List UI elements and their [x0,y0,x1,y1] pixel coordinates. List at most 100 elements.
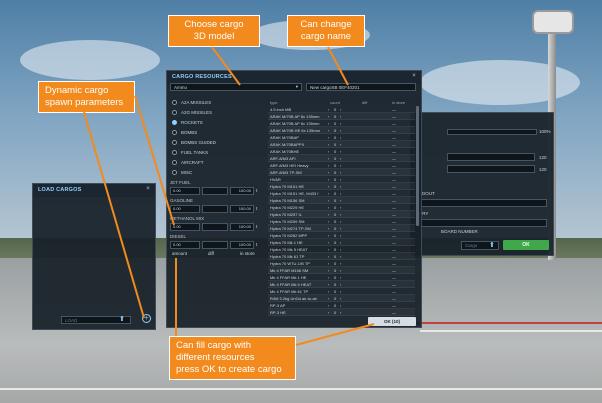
cell-count[interactable]: 0 [334,163,337,168]
table-row[interactable]: Hydra 70 Mk 1 HE‹0›— [268,239,415,246]
table-row[interactable]: ARF-8/M3 API‹0›— [268,155,415,162]
increment-icon[interactable]: › [340,205,342,210]
radio-icon[interactable] [172,100,177,105]
decrement-icon[interactable]: ‹ [328,114,330,119]
increment-icon[interactable]: › [340,128,342,133]
table-row[interactable]: ARAK M/70BAPPX‹0›— [268,141,415,148]
cell-count[interactable]: 0 [334,177,337,182]
resource-amount-input[interactable]: 0.00 [170,205,200,213]
category-option[interactable]: A2A MISSILES [172,98,211,107]
table-row[interactable]: Hydra 70 Mk 5 HEAT‹0›— [268,246,415,253]
category-option[interactable]: FUEL TANKS [172,148,208,157]
radio-icon[interactable] [172,170,177,175]
resource-amount-input[interactable]: 0.00 [170,223,200,231]
table-row[interactable]: Hydra 70 M282 MPP‹0›— [268,232,415,239]
cell-count[interactable]: 0 [334,303,337,308]
cell-count[interactable]: 0 [334,184,337,189]
category-option[interactable]: MISC [172,168,192,177]
increment-icon[interactable]: › [340,149,342,154]
increment-icon[interactable]: › [340,184,342,189]
increment-icon[interactable]: › [340,233,342,238]
cargo-field[interactable]: Cargo [461,241,499,250]
decrement-icon[interactable]: ‹ [328,205,330,210]
decrement-icon[interactable]: ‹ [328,149,330,154]
table-row[interactable]: ARAK M/70B AP 6x 135mm‹0›— [268,120,415,127]
table-row[interactable]: Mk 4 FFAR Mk 5 HEAT‹0›— [268,281,415,288]
cell-count[interactable]: 0 [334,156,337,161]
cell-count[interactable]: 0 [334,275,337,280]
radio-icon[interactable] [172,130,177,135]
category-option[interactable]: BOMBS [172,128,197,137]
radio-icon[interactable] [172,150,177,155]
radio-icon[interactable] [172,110,177,115]
cell-count[interactable]: 0 [334,247,337,252]
decrement-icon[interactable]: ‹ [328,282,330,287]
decrement-icon[interactable]: ‹ [328,198,330,203]
increment-icon[interactable]: › [340,219,342,224]
increment-icon[interactable]: › [340,177,342,182]
field-a[interactable] [447,153,535,161]
increment-icon[interactable]: › [340,212,342,217]
cell-count[interactable]: 0 [334,198,337,203]
table-row[interactable]: Hydra 70 Mk 61 TP‹0›— [268,253,415,260]
upload-icon[interactable]: ⬆ [119,316,125,323]
table-row[interactable]: Mk 4 FFAR M156 SM‹0›— [268,267,415,274]
table-row[interactable]: ARAK M/70BAP‹0›— [268,134,415,141]
cell-count[interactable]: 0 [334,205,337,210]
cell-count[interactable]: 0 [334,149,337,154]
decrement-icon[interactable]: ‹ [328,226,330,231]
increment-icon[interactable]: › [340,282,342,287]
decrement-icon[interactable]: ‹ [328,135,330,140]
close-icon[interactable]: × [412,73,416,79]
decrement-icon[interactable]: ‹ [328,121,330,126]
table-row[interactable]: Hydra 70 M257 IL‹0›— [268,211,415,218]
increment-icon[interactable]: › [340,226,342,231]
cell-count[interactable]: 0 [334,268,337,273]
resource-slider[interactable] [202,187,228,195]
table-row[interactable]: Mk 4 FFAR Mk 61 TP‹0›— [268,288,415,295]
decrement-icon[interactable]: ‹ [328,247,330,252]
cell-count[interactable]: 0 [334,114,337,119]
increment-icon[interactable]: › [340,142,342,147]
decrement-icon[interactable]: ‹ [328,296,330,301]
table-row[interactable]: ARF-8/M3 TP-SM‹0›— [268,169,415,176]
increment-icon[interactable]: › [340,275,342,280]
table-row[interactable]: ARAK M/70B AP 6x 135mm‹0›— [268,113,415,120]
table-row[interactable]: Hydra 70 WTU-1/B TP‹0›— [268,260,415,267]
cell-count[interactable]: 0 [334,282,337,287]
ok-button[interactable]: OK [503,240,549,250]
table-row[interactable]: 4.5 inch MB‹0›— [268,106,415,113]
resource-slider[interactable] [202,223,228,231]
increment-icon[interactable]: › [340,240,342,245]
increment-icon[interactable]: › [340,121,342,126]
decrement-icon[interactable]: ‹ [328,163,330,168]
add-cargo-icon[interactable]: + [142,314,151,323]
cell-count[interactable]: 0 [334,170,337,175]
resource-slider[interactable] [202,205,228,213]
cell-count[interactable]: 0 [334,219,337,224]
increment-icon[interactable]: › [340,191,342,196]
table-row[interactable]: Hydra 70 M274 TP-SM‹0›— [268,225,415,232]
cell-count[interactable]: 0 [334,254,337,259]
decrement-icon[interactable]: ‹ [328,142,330,147]
increment-icon[interactable]: › [340,296,342,301]
increment-icon[interactable]: › [340,163,342,168]
increment-icon[interactable]: › [340,303,342,308]
table-row[interactable]: ARAK M/70BHE‹0›— [268,148,415,155]
cell-count[interactable]: 0 [334,212,337,217]
decrement-icon[interactable]: ‹ [328,191,330,196]
decrement-icon[interactable]: ‹ [328,310,330,315]
resource-slider[interactable] [202,241,228,249]
cargo-name-input[interactable]: New cargoSB 0EF40201 [306,83,416,91]
increment-icon[interactable]: › [340,310,342,315]
cell-count[interactable]: 0 [334,121,337,126]
increment-icon[interactable]: › [340,170,342,175]
increment-icon[interactable]: › [340,254,342,259]
cell-count[interactable]: 0 [334,142,337,147]
table-row[interactable]: R4M 3.2kg UnGd air-to-air‹0›— [268,295,415,302]
radio-icon[interactable] [172,160,177,165]
decrement-icon[interactable]: ‹ [328,261,330,266]
decrement-icon[interactable]: ‹ [328,107,330,112]
cell-count[interactable]: 0 [334,261,337,266]
increment-icon[interactable]: › [340,156,342,161]
